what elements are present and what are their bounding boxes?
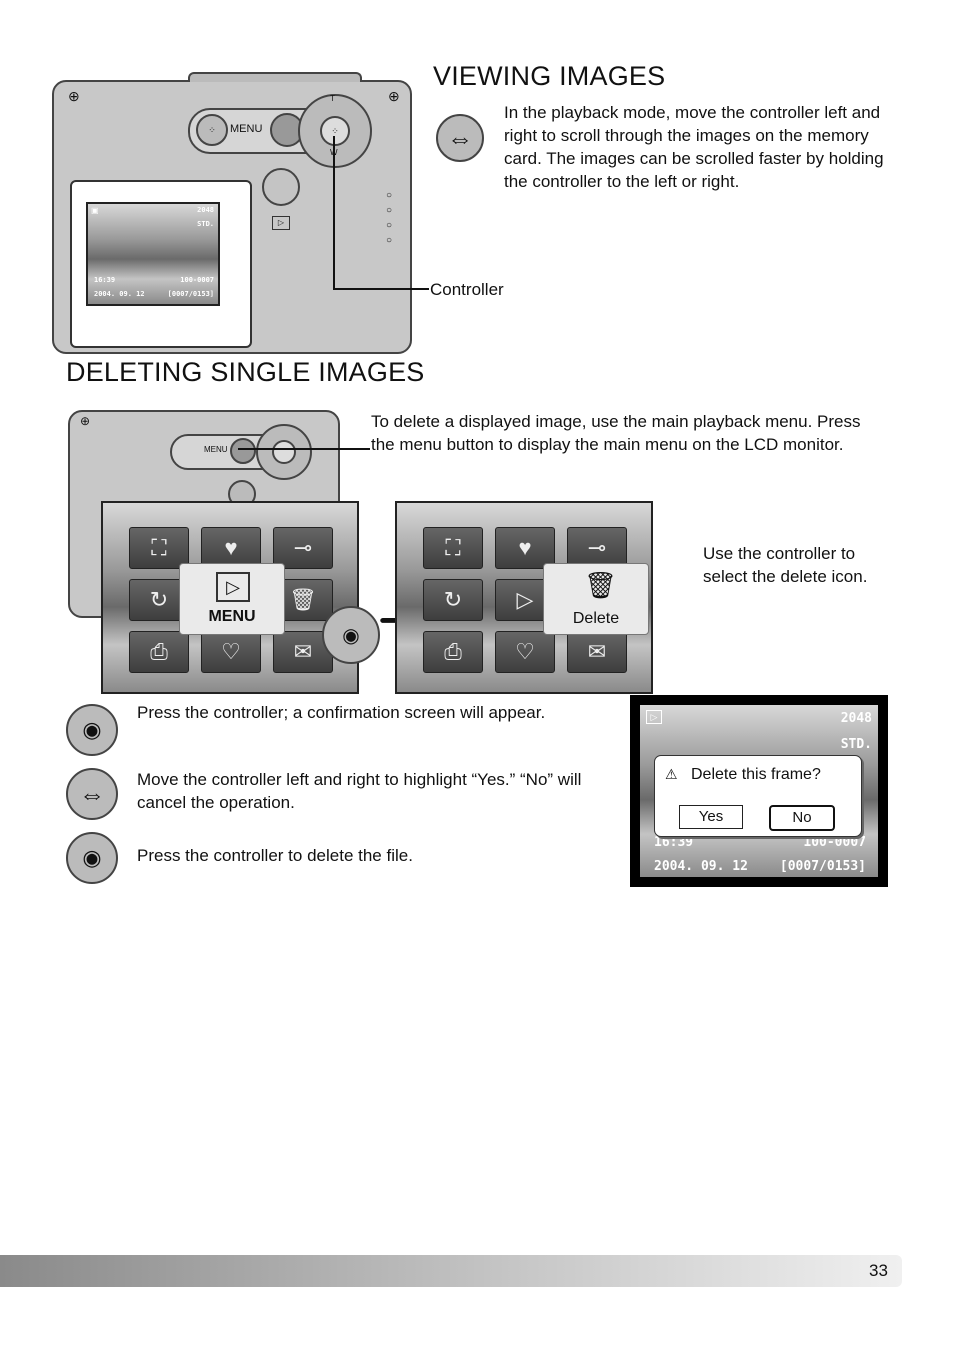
screw-icon: ⊕: [388, 88, 400, 104]
menu-label: MENU: [204, 445, 228, 454]
lcd-frame: ▣ 2048 STD. 16:39 100-0007 2004. 09. 12 …: [70, 180, 252, 348]
image-quality: STD.: [840, 737, 872, 752]
controller-press-icon: ◉: [66, 704, 118, 756]
rotate-icon: ↻: [423, 579, 483, 621]
slideshow-icon: ⛶: [129, 527, 189, 569]
step-1-text: Press the controller; a confirmation scr…: [137, 703, 546, 722]
screw-icon: ⊕: [80, 414, 91, 428]
tele-label: T: [330, 94, 335, 103]
image-quality: STD.: [197, 220, 214, 228]
step-2-text: Move the controller left and right to hi…: [137, 770, 582, 812]
controller-leader-line: [333, 136, 335, 290]
controller[interactable]: [256, 424, 312, 480]
delete-intro-text: To delete a displayed image, use the mai…: [371, 412, 861, 454]
playback-icon: ▷: [216, 572, 250, 602]
controller-left-right-icon: ⇔: [66, 768, 118, 820]
controller-press-icon: ◉: [66, 832, 118, 884]
viewing-images-heading: VIEWING IMAGES: [433, 61, 666, 91]
frame-counter: [0007/0153]: [779, 859, 866, 874]
email-icon: ✉: [567, 631, 627, 673]
controller[interactable]: ⁘: [298, 94, 372, 168]
delete-tile-label: Delete: [572, 610, 620, 627]
print-icon: ⎙: [129, 631, 189, 673]
controller-right-icon: ◉: [322, 606, 380, 664]
playback-icon: ▷: [272, 216, 290, 230]
camera-back-illustration: ⊕ ⊕ ⁘ MENU ⁘ T W ▷ ○○○○ ▣ 2048 STD. 16:3…: [52, 72, 412, 354]
lamp-icon: ○○○○: [386, 190, 393, 246]
step-3-text: Press the controller to delete the file.: [137, 846, 413, 865]
menu-selected-tile: ▷ MENU: [179, 563, 285, 635]
email-icon: ✉: [273, 631, 333, 673]
frame-counter: [0007/0153]: [167, 290, 214, 298]
delete-selected-tile: 🗑 Delete: [543, 563, 649, 635]
favorite-add-icon: ♡: [495, 631, 555, 673]
select-delete-text: Use the controller to select the delete …: [703, 544, 868, 586]
capture-time: 16:39: [94, 276, 116, 284]
file-number: 100-0007: [180, 276, 214, 284]
confirm-question: Delete this frame?: [691, 766, 821, 783]
menu-button[interactable]: [230, 438, 256, 464]
no-button[interactable]: No: [769, 805, 835, 831]
footer-bar: [0, 1255, 902, 1287]
image-size: 2048: [840, 711, 872, 726]
four-way-dots-icon: ⁘: [196, 114, 228, 146]
favorite-play-icon: ♥: [495, 527, 555, 569]
page-number: 33: [869, 1261, 888, 1280]
playback-icon: ▣: [91, 206, 99, 215]
lcd-screen: ▣ 2048 STD. 16:39 100-0007 2004. 09. 12 …: [86, 202, 220, 306]
deleting-images-heading: DELETING SINGLE IMAGES: [66, 357, 425, 387]
controller-leader-line: [333, 288, 429, 290]
viewing-instructions: In the playback mode, move the controlle…: [504, 103, 884, 191]
controller-label: Controller: [430, 280, 504, 299]
playback-icon: ▷: [646, 710, 662, 724]
favorite-add-icon: ♡: [201, 631, 261, 673]
menu-leader-line: [238, 448, 370, 450]
menu-label: MENU: [230, 123, 263, 135]
trash-icon: 🗑: [584, 570, 618, 600]
camera-top-ridge: [188, 72, 362, 82]
favorite-play-icon: ♥: [201, 527, 261, 569]
image-size: 2048: [197, 206, 214, 214]
menu-screen-delete-selected: ⛶ ♥ ⊸ ↻ ▷ ⎙ ♡ ✉ 🗑 Delete: [395, 501, 653, 694]
menu-tile-label: MENU: [208, 608, 256, 625]
controller-center-button[interactable]: ⁘: [320, 116, 350, 146]
screw-icon: ⊕: [68, 88, 80, 104]
print-icon: ⎙: [423, 631, 483, 673]
lock-key-icon: ⊸: [567, 527, 627, 569]
confirmation-screen: ▷ 2048 STD. 16:39 100-0007 2004. 09. 12 …: [630, 695, 888, 887]
menu-screen-initial: ⛶ ♥ ⊸ ↻ 🗑 ⎙ ♡ ✉ ▷ MENU: [101, 501, 359, 694]
capture-date: 2004. 09. 12: [94, 290, 145, 298]
yes-button[interactable]: Yes: [679, 805, 743, 829]
capture-date: 2004. 09. 12: [654, 859, 748, 874]
confirm-dialog: ⚠ Delete this frame? Yes No: [654, 755, 862, 837]
capture-time: 16:39: [654, 835, 694, 850]
lock-key-icon: ⊸: [273, 527, 333, 569]
shutter-mode-button[interactable]: [262, 168, 300, 206]
file-number: 100-0007: [803, 835, 866, 850]
slideshow-icon: ⛶: [423, 527, 483, 569]
controller-left-right-icon: ⇔: [436, 114, 484, 162]
warning-icon: ⚠: [665, 766, 678, 782]
